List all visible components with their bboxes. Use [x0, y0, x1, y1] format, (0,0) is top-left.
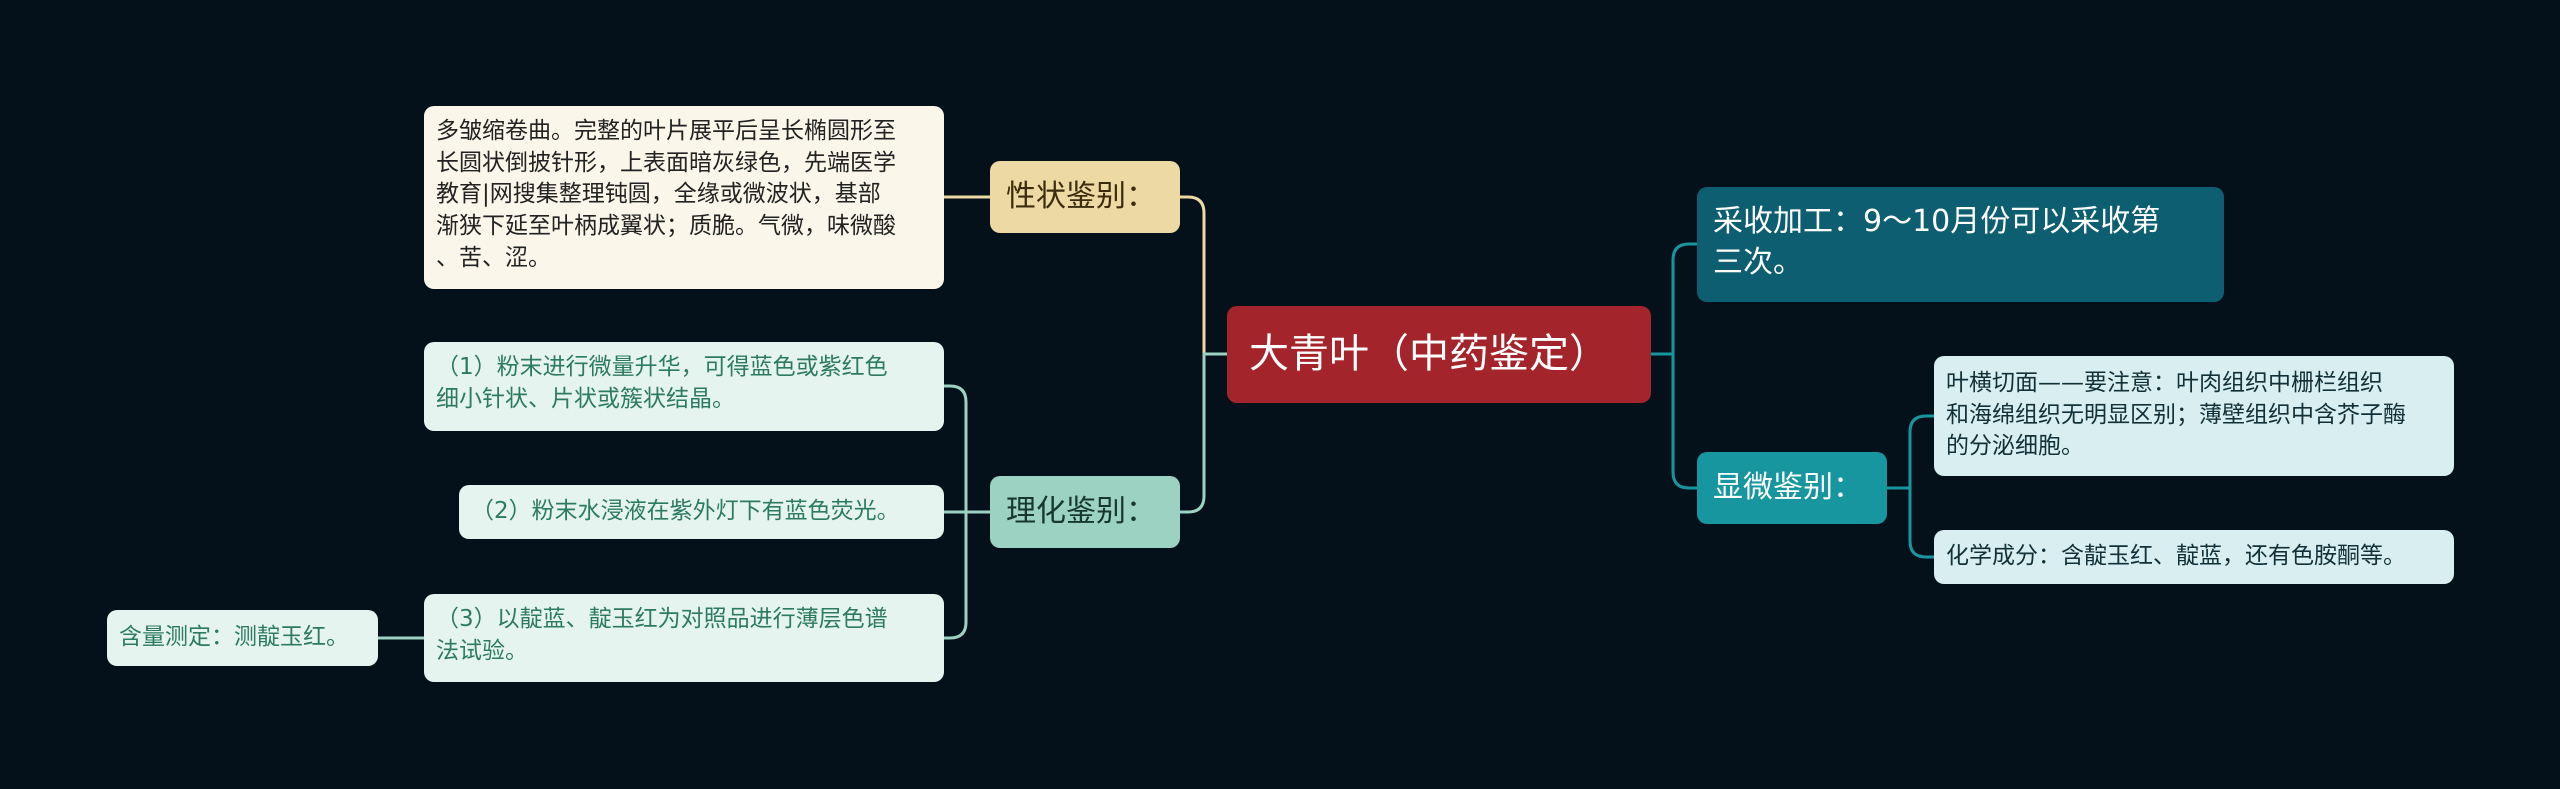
- physicochemical-identification-node[interactable]: 理化鉴别：: [990, 476, 1180, 548]
- leaf-cross-section-line-2: 和海绵组织无明显区别；薄壁组织中含芥子酶: [1946, 401, 2406, 428]
- link-root-physchem: [1180, 352, 1227, 514]
- properties-line-2: 长圆状倒披针形，上表面暗灰绿色，先端医学: [436, 149, 896, 176]
- root-node[interactable]: 大青叶（中药鉴定）: [1227, 306, 1651, 403]
- properties-line-5: 、苦、涩。: [436, 244, 551, 271]
- link-micro-2: [1887, 486, 1934, 559]
- harvest-node[interactable]: 采收加工：9～10月份可以采收第 三次。: [1697, 187, 2224, 302]
- link-root-properties: [1180, 195, 1227, 356]
- properties-description-node[interactable]: 多皱缩卷曲。完整的叶片展平后呈长椭圆形至 长圆状倒披针形，上表面暗灰绿色，先端医…: [424, 106, 944, 289]
- properties-line-1: 多皱缩卷曲。完整的叶片展平后呈长椭圆形至: [436, 118, 896, 144]
- tlc-test-node[interactable]: （3）以靛蓝、靛玉红为对照品进行薄层色谱 法试验。: [424, 594, 944, 682]
- sublimation-line-2: 细小针状、片状或簇状结晶。: [436, 385, 735, 412]
- link-physchem-1: [944, 384, 990, 514]
- microscopic-label: 显微鉴别：: [1713, 470, 1863, 506]
- chemical-composition-node[interactable]: 化学成分：含靛玉红、靛蓝，还有色胺酮等。: [1934, 530, 2454, 584]
- content-determination-node[interactable]: 含量测定：测靛玉红。: [107, 610, 378, 666]
- harvest-line-2: 三次。: [1713, 245, 1803, 281]
- link-root-micro: [1651, 352, 1697, 490]
- uv-fluorescence-line-1: （2）粉末水浸液在紫外灯下有蓝色荧光。: [471, 498, 900, 525]
- leaf-cross-section-node[interactable]: 叶横切面——要注意：叶肉组织中栅栏组织 和海绵组织无明显区别；薄壁组织中含芥子酶…: [1934, 356, 2454, 476]
- properties-label: 性状鉴别：: [1006, 179, 1156, 215]
- properties-line-3: 教育|网搜集整理钝圆，全缘或微波状，基部: [436, 181, 881, 208]
- link-micro-1: [1887, 414, 1934, 490]
- link-root-harvest: [1651, 242, 1697, 356]
- leaf-cross-section-line-1: 叶横切面——要注意：叶肉组织中栅栏组织: [1946, 370, 2383, 396]
- leaf-cross-section-line-3: 的分泌细胞。: [1946, 433, 2084, 460]
- properties-line-4: 渐狭下延至叶柄成翼状；质脆。气微，味微酸: [436, 213, 896, 240]
- harvest-line-1: 采收加工：9～10月份可以采收第: [1713, 204, 2161, 239]
- link-physchem-3: [944, 510, 990, 640]
- sublimation-test-node[interactable]: （1）粉末进行微量升华，可得蓝色或紫红色 细小针状、片状或簇状结晶。: [424, 342, 944, 431]
- properties-identification-node[interactable]: 性状鉴别：: [990, 161, 1180, 233]
- content-determination-line-1: 含量测定：测靛玉红。: [119, 624, 349, 651]
- root-label: 大青叶（中药鉴定）: [1249, 330, 1609, 377]
- physicochemical-label: 理化鉴别：: [1006, 494, 1156, 530]
- uv-fluorescence-node[interactable]: （2）粉末水浸液在紫外灯下有蓝色荧光。: [459, 485, 944, 539]
- tlc-line-1: （3）以靛蓝、靛玉红为对照品进行薄层色谱: [436, 606, 888, 632]
- microscopic-identification-node[interactable]: 显微鉴别：: [1697, 452, 1887, 524]
- tlc-line-2: 法试验。: [436, 637, 528, 664]
- chemical-composition-line-1: 化学成分：含靛玉红、靛蓝，还有色胺酮等。: [1946, 543, 2406, 570]
- sublimation-line-1: （1）粉末进行微量升华，可得蓝色或紫红色: [436, 354, 888, 380]
